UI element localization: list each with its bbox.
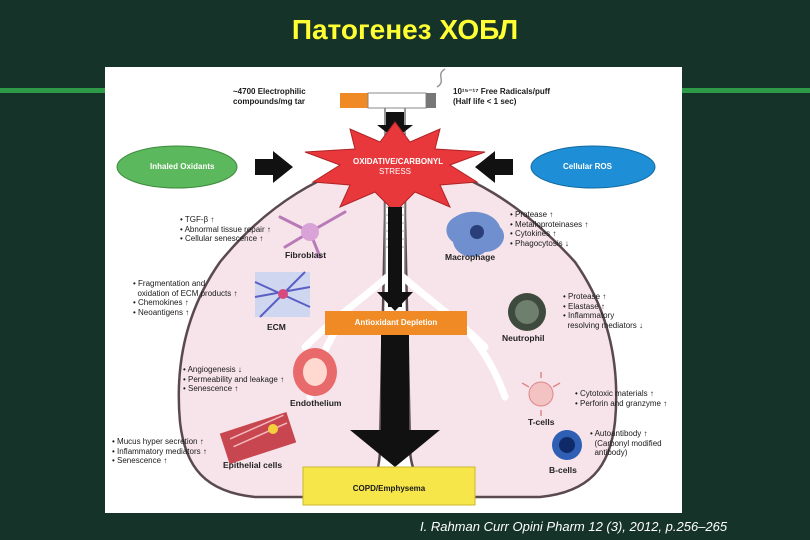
cigarette-body — [367, 92, 427, 109]
ecm-effect: • Fragmentation and — [133, 279, 206, 288]
macrophage-effect: • Cytokines ↑ — [510, 229, 557, 238]
fibroblast-effect: • Abnormal tissue repair ↑ — [180, 224, 271, 234]
epithelial-icon — [219, 411, 297, 465]
slide-title: Патогенез ХОБЛ — [291, 14, 519, 45]
macrophage-effect: • Metalloproteinases ↑ — [510, 219, 589, 229]
ecm-effect: • Neoantigens ↑ — [133, 307, 190, 317]
smoke-icon — [436, 68, 446, 88]
macrophage-name: Macrophage — [445, 252, 496, 262]
epithelial-effect: • Senescence ↑ — [112, 456, 168, 465]
radicals-text-line2: (Half life < 1 sec) — [453, 96, 517, 106]
macrophage-icon — [446, 211, 505, 257]
radicals-text: 10¹⁵⁻¹⁷ Free Radicals/puff (Half life < … — [453, 87, 550, 106]
endothelium-name: Endothelium — [290, 398, 342, 408]
accent-line-right — [682, 88, 810, 93]
copd-label: COPD/Emphysema — [352, 484, 426, 493]
epithelial-effect: • Inflammatory mediators ↑ — [112, 446, 207, 456]
macrophage-effect: • Protease ↑ — [510, 210, 554, 219]
ecm-icon — [254, 271, 311, 318]
ecm-effects: • Fragmentation and oxidation of ECM pro… — [133, 279, 238, 317]
neutrophil-name: Neutrophil — [502, 333, 545, 343]
tcells-effect: • Cytotoxic materials ↑ — [575, 389, 654, 398]
bcells-effect: (Carbonyl modified — [590, 438, 662, 448]
tar-text: ~4700 Electrophilic compounds/mg tar — [233, 87, 306, 106]
citation: I. Rahman Curr Opini Pharm 12 (3), 2012,… — [420, 519, 728, 534]
tcell-icon — [521, 372, 561, 416]
tar-text-line2: compounds/mg tar — [233, 96, 306, 106]
cellular-ros-label: Cellular ROS — [563, 162, 612, 171]
neutrophil-icon — [508, 293, 546, 331]
fibroblast-effect: • Cellular senescence ↑ — [180, 234, 264, 243]
endothelium-icon — [293, 348, 337, 396]
bcells-effect: • Autoantibody ↑ — [590, 429, 648, 438]
antioxidant-box — [325, 311, 467, 335]
inhaled-oxidants-label: Inhaled Oxidants — [150, 162, 215, 171]
epithelial-effects: • Mucus hyper secretion ↑ • Inflammatory… — [112, 437, 207, 466]
antioxidant-depletion-label: Antioxidant Depletion — [354, 318, 438, 327]
endothelium-effect: • Angiogenesis ↓ — [183, 365, 242, 374]
ecm-effect: • Chemokines ↑ — [133, 298, 189, 307]
bronchi — [301, 273, 509, 401]
endothelium-effects: • Angiogenesis ↓ • Permeability and leak… — [183, 365, 284, 394]
inhaled-oxidants-oval — [116, 145, 238, 189]
endothelium-effect: • Permeability and leakage ↑ — [183, 374, 285, 384]
fibroblast-effects: • TGF-β ↑ • Abnormal tissue repair ↑ • C… — [180, 215, 271, 244]
bcells-effect: antibody) — [590, 448, 628, 457]
endothelium-effect: • Senescence ↑ — [183, 384, 239, 393]
central-arrow-head — [377, 292, 413, 311]
tcells-effect: • Perforin and granzyme ↑ — [575, 398, 668, 408]
bottom-arrow-head — [350, 430, 440, 467]
ecm-name: ECM — [267, 322, 286, 332]
tar-text-line1: ~4700 Electrophilic — [233, 87, 306, 96]
stress-label: OXIDATIVE/CARBONYL STRESS — [353, 157, 443, 176]
neutrophil-effect: • Inflammatory — [563, 311, 615, 320]
neutrophil-effect: • Elastase ↑ — [563, 301, 605, 311]
bcells-name: B-cells — [549, 465, 577, 475]
fibroblast-icon — [278, 210, 347, 259]
bottom-arrow-shaft — [381, 335, 409, 430]
central-arrow-shaft — [388, 207, 402, 307]
cellular-ros-oval — [530, 145, 656, 189]
bcell-icon — [552, 430, 582, 460]
neutrophil-effect: resolving mediators ↓ — [563, 320, 644, 330]
cigarette-ash — [426, 93, 436, 108]
bcells-effects: • Autoantibody ↑ (Carbonyl modified anti… — [590, 429, 662, 458]
stress-label-line2: STRESS — [378, 166, 411, 176]
accent-line-left — [0, 88, 105, 93]
radicals-text-line1: 10¹⁵⁻¹⁷ Free Radicals/puff — [453, 87, 551, 96]
macrophage-effect: • Phagocytosis ↓ — [510, 238, 569, 248]
right-arrow — [475, 151, 513, 183]
fibroblast-effect: • TGF-β ↑ — [180, 215, 215, 224]
left-arrow — [255, 151, 293, 183]
ecm-effect: oxidation of ECM products ↑ — [133, 288, 238, 298]
macrophage-effects: • Protease ↑ • Metalloproteinases ↑ • Cy… — [510, 210, 588, 248]
figure-graphics — [116, 68, 656, 506]
epithelial-effect: • Mucus hyper secretion ↑ — [112, 437, 204, 446]
tcells-name: T-cells — [528, 417, 555, 427]
copd-box — [302, 466, 476, 506]
tcells-effects: • Cytotoxic materials ↑ • Perforin and g… — [575, 389, 667, 408]
fibroblast-name: Fibroblast — [285, 250, 327, 260]
cigarette-filter — [340, 93, 368, 108]
neutrophil-effects: • Protease ↑ • Elastase ↑ • Inflammatory… — [563, 292, 643, 330]
copd-pathogenesis-figure: ~4700 Electrophilic compounds/mg tar 10¹… — [105, 67, 682, 513]
epithelial-name: Epithelial cells — [223, 460, 283, 470]
neutrophil-effect: • Protease ↑ — [563, 292, 607, 301]
stress-label-line1: OXIDATIVE/CARBONYL — [353, 157, 444, 166]
